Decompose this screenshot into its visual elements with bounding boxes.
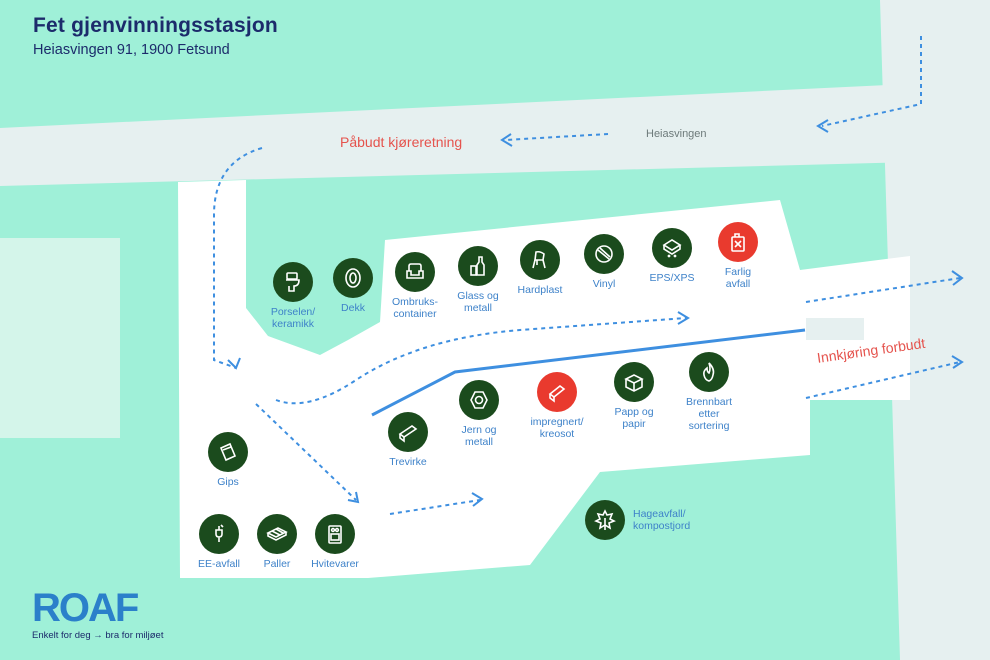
station-hardplast[interactable]: Hardplast — [495, 240, 585, 296]
station-glass[interactable]: Glass og metall — [433, 246, 523, 314]
station-label: Hardplast — [517, 284, 563, 296]
station-label: Trevirke — [389, 456, 427, 468]
station-label: Vinyl — [592, 278, 616, 290]
side-road — [880, 0, 990, 660]
flame-icon — [689, 352, 729, 392]
station-jern[interactable]: Jern og metall — [434, 380, 524, 448]
station-gips[interactable]: Gips — [183, 432, 273, 488]
bottle-icon — [458, 246, 498, 286]
wood-beam-icon — [388, 412, 428, 452]
left-area — [0, 238, 120, 438]
station-label: Glass og metall — [457, 290, 499, 314]
station-hageavfall[interactable]: Hageavfall/ kompostjord — [585, 500, 690, 540]
pallet-icon — [257, 514, 297, 554]
station-label: impregnert/ kreosot — [530, 416, 584, 440]
road-label: Heiasvingen — [646, 128, 707, 140]
logo-mark: ROAF — [32, 586, 139, 630]
plug-icon — [199, 514, 239, 554]
main-road — [0, 80, 990, 186]
station-ee[interactable]: EE-avfall — [174, 514, 264, 570]
station-ombruk[interactable]: Ombruks- container — [370, 252, 460, 320]
map-header: Fet gjenvinningsstasjon Heiasvingen 91, … — [33, 14, 278, 58]
station-label: Jern og metall — [461, 424, 497, 448]
station-label: Hvitevarer — [311, 558, 359, 570]
station-eps[interactable]: EPS/XPS — [627, 228, 717, 284]
leaf-icon — [585, 500, 625, 540]
page-title: Fet gjenvinningsstasjon — [33, 14, 278, 37]
station-label: Dekk — [341, 302, 365, 314]
lane-divider — [371, 328, 806, 417]
station-label: Paller — [263, 558, 291, 570]
gypsum-board-icon — [208, 432, 248, 472]
station-label: Gips — [217, 476, 239, 488]
station-label: EE-avfall — [197, 558, 240, 570]
station-label: Hageavfall/ kompostjord — [633, 508, 691, 532]
direction-notice: Påbudt kjøreretning — [340, 134, 463, 150]
treated-wood-icon — [537, 372, 577, 412]
toilet-icon — [273, 262, 313, 302]
station-farlig[interactable]: Farlig avfall — [693, 222, 783, 290]
station-papp[interactable]: Papp og papir — [589, 362, 679, 430]
station-impregnert[interactable]: impregnert/ kreosot — [512, 372, 602, 440]
styrofoam-icon — [652, 228, 692, 268]
logo-tagline: Enkelt for deg → bra for miljøet — [32, 630, 164, 641]
stove-icon — [315, 514, 355, 554]
station-brennbart[interactable]: Brennbart etter sortering — [664, 352, 754, 432]
plastic-chair-icon — [520, 240, 560, 280]
vinyl-roll-icon — [584, 234, 624, 274]
station-vinyl[interactable]: Vinyl — [559, 234, 649, 290]
station-label: EPS/XPS — [649, 272, 695, 284]
direction-arrows — [213, 36, 961, 515]
station-label: Porselen/ keramikk — [270, 306, 316, 330]
hazard-can-icon — [718, 222, 758, 262]
cardboard-box-icon — [614, 362, 654, 402]
station-address: Heiasvingen 91, 1900 Fetsund — [33, 42, 230, 58]
station-label: Farlig avfall — [724, 266, 752, 290]
arrow-heads — [227, 119, 964, 507]
station-hvitevarer[interactable]: Hvitevarer — [290, 514, 380, 570]
tire-icon — [333, 258, 373, 298]
station-label: Brennbart etter sortering — [685, 396, 733, 432]
station-paller[interactable]: Paller — [232, 514, 322, 570]
exit-gate — [806, 318, 864, 340]
armchair-icon — [395, 252, 435, 292]
nut-icon — [459, 380, 499, 420]
roaf-logo: ROAF Enkelt for deg → bra for miljøet — [32, 588, 163, 641]
station-dekk[interactable]: Dekk — [308, 258, 398, 314]
station-trevirke[interactable]: Trevirke — [363, 412, 453, 468]
station-label: Ombruks- container — [391, 296, 439, 320]
station-porselen[interactable]: Porselen/ keramikk — [248, 262, 338, 330]
station-label: Papp og papir — [614, 406, 654, 430]
